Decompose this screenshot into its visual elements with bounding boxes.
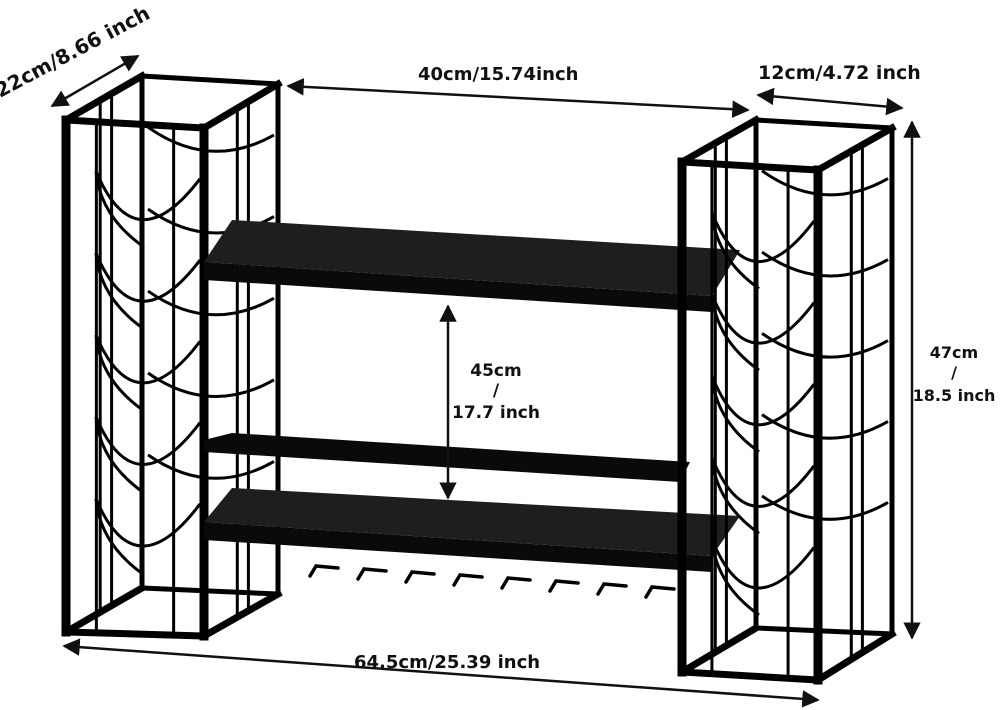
tower-rail [139,585,281,597]
bottle-cradle [94,171,145,249]
left-wine-tower [61,71,283,641]
bottle-cradle [761,494,889,521]
glass-hook [356,567,388,581]
glass-hook [596,582,628,596]
bottle-cradle [710,539,760,617]
tower-rail [139,73,281,87]
tower-rail [61,71,147,125]
glass-hook [308,564,340,578]
bottle-cradle [710,375,816,427]
bottle-cradle [94,252,145,331]
tower-rail [677,115,761,167]
bottle-cradle [94,334,202,385]
glass-hook [452,573,484,587]
tower-rail [62,628,208,640]
bottle-cradle [761,332,889,359]
tower-width-arrow [756,87,904,116]
tower-rail [813,629,897,685]
bottle-cradle [710,538,816,590]
bottle-cradle [147,371,275,398]
bottle-cradle [94,416,145,495]
bottle-cradle [94,170,202,222]
bottle-cradle [710,212,816,263]
top-shelf [204,220,740,296]
total-width-label: 64.5cm/25.39 inch [354,652,540,673]
bottle-cradle [761,413,889,440]
bottle-cradle [761,250,889,278]
shelf-width-label: 40cm/15.74inch [418,64,578,85]
bottle-cradle [710,294,816,345]
height-label-line3: 18.5 inch [913,386,996,405]
bottle-cradle [94,498,202,548]
bottle-cradle [94,334,145,413]
tower-rail [813,123,897,175]
shelf-width-arrow [286,78,750,118]
tower-rail [753,117,895,131]
shelf-gap-label-line3: 17.7 inch [452,403,540,423]
tower-rail [678,668,822,684]
bottom-shelf-front-edge [204,522,712,572]
tower-rail [753,625,895,637]
top-shelf-front-edge [204,262,712,312]
depth-label: 22cm/8.66 inch [0,1,154,103]
glass-hook [548,579,580,593]
glass-hook [644,585,676,599]
right-wine-tower [677,115,897,685]
glass-hook [404,570,436,584]
total-width-arrow [62,638,820,708]
bottle-cradle [94,252,202,303]
stemware-hooks [308,564,676,599]
bottle-cradle [710,457,816,508]
depth-arrow [50,54,140,108]
shelf-assembly [204,220,740,572]
bottle-cradle [147,289,275,317]
bottle-cradle [710,212,760,290]
tower-rail [61,583,147,637]
bottle-cradle [710,376,760,454]
glass-hook [500,576,532,590]
tower-rail [677,623,761,677]
bottle-cradle [710,294,760,372]
shelf-gap-label-line2: / [493,381,500,401]
height-label-line2: / [951,363,957,382]
tower-rail [199,589,283,641]
bottle-cradle [147,453,275,480]
tower-width-label: 12cm/4.72 inch [758,62,921,84]
tower-rail [62,116,208,132]
bottle-cradle [147,125,275,153]
height-label-line1: 47cm [930,343,978,362]
tower-rail [678,158,822,174]
tower-rail [199,79,283,133]
bottom-shelf [204,488,740,556]
bottle-cradle [94,498,145,577]
shelf-gap-label-line1: 45cm [470,361,521,381]
bottle-cradle [94,416,202,466]
bottle-cradle [710,457,760,535]
bottle-cradle [761,169,889,197]
